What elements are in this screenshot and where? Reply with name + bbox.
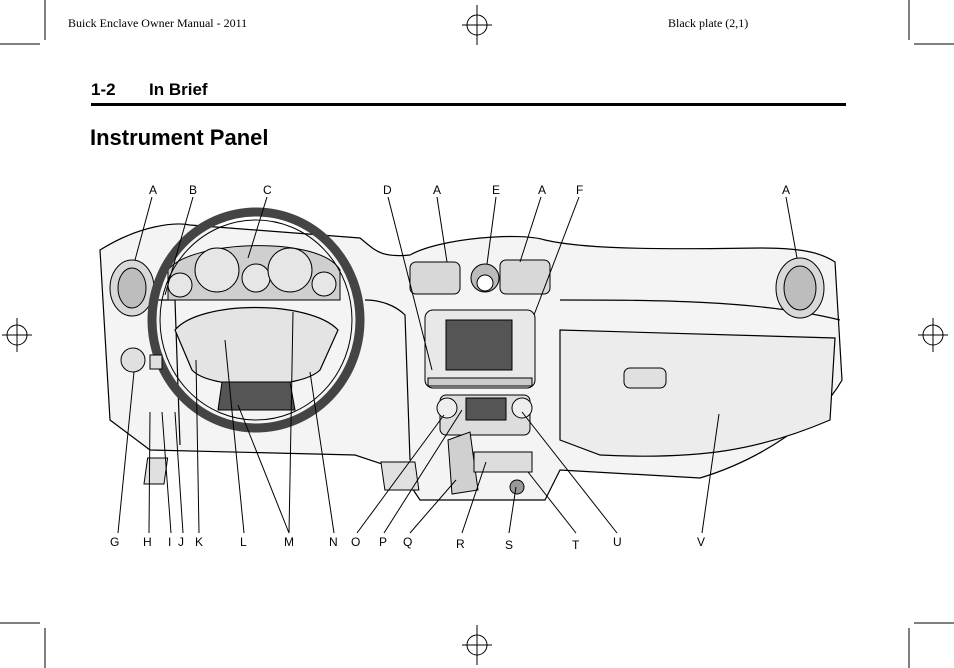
callout-top: A bbox=[538, 183, 546, 197]
callout-bottom: V bbox=[697, 535, 705, 549]
page-title: Instrument Panel bbox=[90, 125, 269, 150]
callout-bottom: M bbox=[284, 535, 294, 549]
callout-top: A bbox=[433, 183, 441, 197]
callout-bottom: K bbox=[195, 535, 203, 549]
callout-labels: A B C D A E A F A G H I J K L M N O P Q … bbox=[110, 183, 790, 552]
section-header: 1-2 In Brief bbox=[91, 80, 846, 106]
callout-top: D bbox=[383, 183, 392, 197]
center-stack bbox=[424, 263, 536, 495]
callout-top: E bbox=[492, 183, 500, 197]
callout-top: F bbox=[576, 183, 583, 197]
callout-bottom: Q bbox=[403, 535, 412, 549]
callout-top: A bbox=[149, 183, 157, 197]
steering-wheel bbox=[147, 207, 365, 433]
callout-top: C bbox=[263, 183, 272, 197]
running-header-title: Buick Enclave Owner Manual - 2011 bbox=[68, 16, 248, 30]
page-number: 1-2 bbox=[91, 80, 116, 99]
callout-bottom: J bbox=[178, 535, 184, 549]
callout-bottom: P bbox=[379, 535, 387, 549]
callout-bottom: H bbox=[143, 535, 152, 549]
callout-bottom: L bbox=[240, 535, 247, 549]
callout-bottom: T bbox=[572, 538, 580, 552]
instrument-cluster bbox=[167, 245, 341, 301]
running-header-plate: Black plate (2,1) bbox=[668, 16, 749, 30]
callout-bottom: I bbox=[168, 535, 171, 549]
callout-bottom: S bbox=[505, 538, 513, 552]
callout-bottom: R bbox=[456, 537, 465, 551]
callout-bottom: G bbox=[110, 535, 119, 549]
callout-top: A bbox=[782, 183, 790, 197]
leader-lines bbox=[117, 196, 798, 534]
section-name: In Brief bbox=[149, 80, 208, 99]
callout-top: B bbox=[189, 183, 197, 197]
callout-bottom: U bbox=[613, 535, 622, 549]
callout-bottom: O bbox=[351, 535, 360, 549]
callout-bottom: N bbox=[329, 535, 338, 549]
air-vents bbox=[109, 257, 825, 319]
